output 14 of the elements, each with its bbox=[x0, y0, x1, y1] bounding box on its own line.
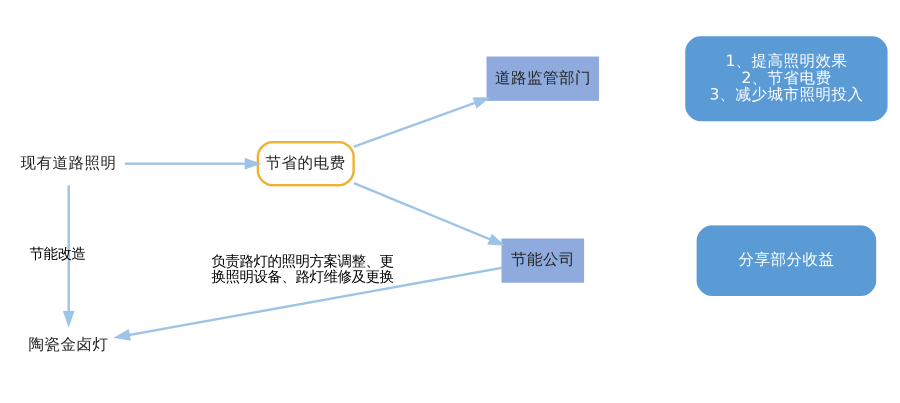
node-box: 节省的电费 bbox=[256, 140, 355, 186]
node-box: 1、提高照明效果 2、节省电费 3、减少城市照明投入 bbox=[685, 36, 888, 121]
node-text: 现有道路照明 bbox=[20, 153, 117, 172]
node-box: 节能公司 bbox=[501, 238, 584, 282]
arrow bbox=[62, 184, 75, 328]
arrow bbox=[124, 157, 262, 170]
edge-label: 节能改造 bbox=[29, 246, 86, 262]
arrow bbox=[353, 96, 490, 148]
edge-label: 负责路灯的照明方案调整、更换照明设备、路灯维修及更换 bbox=[212, 254, 394, 286]
node-box: 分享部分收益 bbox=[696, 224, 876, 296]
arrow bbox=[113, 266, 502, 340]
node-box: 道路监管部门 bbox=[486, 56, 600, 100]
node-text: 陶瓷金卤灯 bbox=[28, 335, 109, 354]
arrow bbox=[353, 181, 506, 246]
